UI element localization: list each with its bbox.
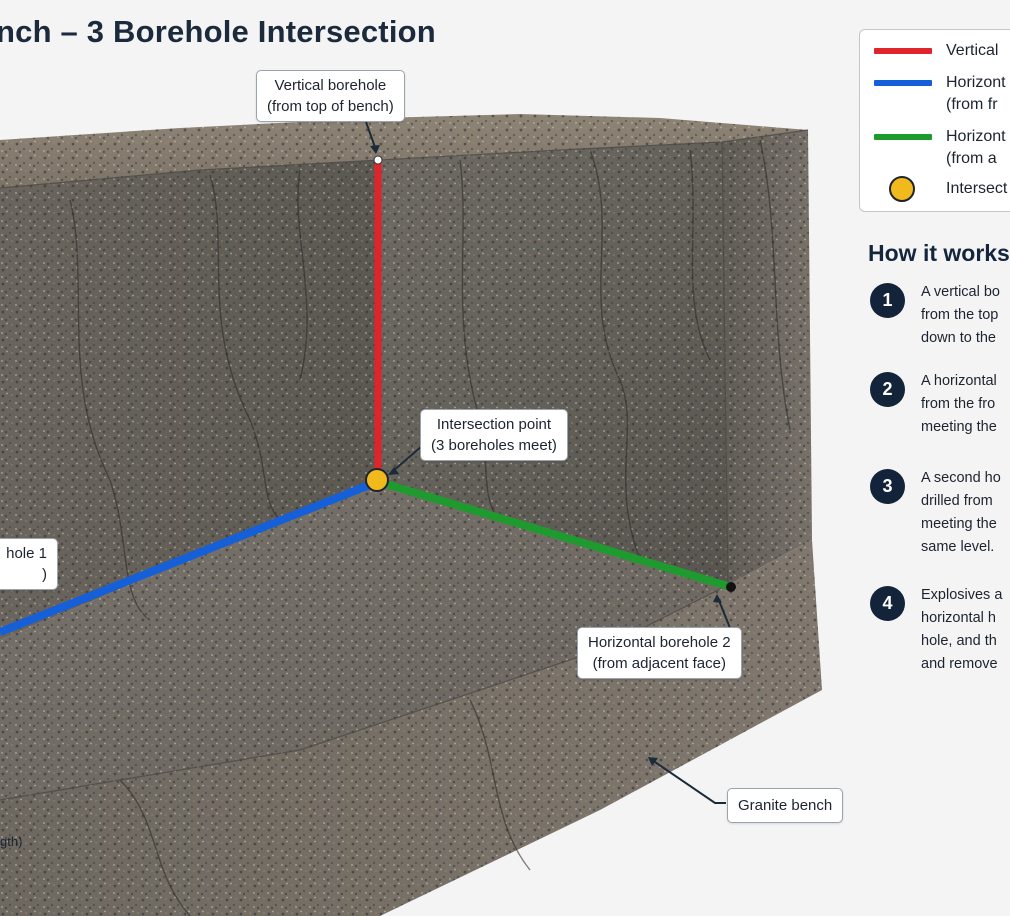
bench-callout-leader <box>651 759 726 804</box>
callout-line: (3 boreholes meet) <box>431 437 557 454</box>
step-text: A second ho drilled from meeting the sam… <box>921 467 1001 559</box>
callout-line: Vertical borehole <box>274 77 387 94</box>
vertical-borehole-collar <box>373 155 383 165</box>
intersection-dot-icon <box>889 176 915 202</box>
legend-sublabel: (from a <box>946 150 997 167</box>
intersection-point-callout: Intersection point (3 boreholes meet) <box>420 409 568 461</box>
callout-line: (from top of bench) <box>267 98 394 115</box>
step-number-badge: 2 <box>870 372 905 407</box>
step-number-badge: 4 <box>870 586 905 621</box>
horizontal-borehole-1 <box>0 478 379 636</box>
step-line: meeting the <box>921 516 997 532</box>
step-text: A horizontal from the fro meeting the <box>921 370 997 439</box>
vertical-callout-leader <box>365 121 377 151</box>
step-line: drilled from <box>921 493 993 509</box>
legend-label: Intersect <box>946 180 1008 197</box>
step-line: and remove <box>921 656 998 672</box>
horizontal-borehole-2-collar <box>726 582 736 592</box>
vertical-swatch <box>874 48 932 54</box>
length-note: gth) <box>0 834 23 849</box>
step-text: Explosives a horizontal h hole, and th a… <box>921 584 1002 676</box>
how-it-works-title: How it works <box>868 240 1010 266</box>
step-line: hole, and th <box>921 633 997 649</box>
legend-label: Horizont <box>946 74 1006 91</box>
horizontal-borehole-2-callout: Horizontal borehole 2 (from adjacent fac… <box>577 627 742 679</box>
step-line: horizontal h <box>921 610 996 626</box>
step-line: meeting the <box>921 419 997 435</box>
step-number-badge: 1 <box>870 283 905 318</box>
callout-line: Horizontal borehole 2 <box>588 634 731 651</box>
horizontal2-callout-leader <box>717 597 731 629</box>
legend-sublabel: (from fr <box>946 96 998 113</box>
page-title: nch – 3 Borehole Intersection <box>0 14 436 49</box>
legend: Vertical Horizont (from fr Horizont (fro… <box>859 29 1010 212</box>
rock-cracks <box>69 139 791 916</box>
callout-line: ) <box>42 566 47 583</box>
horizontal1-swatch <box>874 80 932 86</box>
step-line: A vertical bo <box>921 284 1000 300</box>
intersection-point-marker <box>365 468 389 492</box>
step-line: A second ho <box>921 470 1001 486</box>
horizontal2-swatch <box>874 134 932 140</box>
step-line: Explosives a <box>921 587 1003 603</box>
granite-bench-callout: Granite bench <box>727 788 844 823</box>
vertical-borehole-callout: Vertical borehole (from top of bench) <box>256 70 405 122</box>
legend-label: Horizont <box>946 128 1006 145</box>
callout-line: (from adjacent face) <box>592 655 726 672</box>
step-number-badge: 3 <box>870 469 905 504</box>
step-line: same level. <box>921 539 995 555</box>
step-line: from the fro <box>921 396 996 412</box>
callout-line: Granite bench <box>738 797 833 814</box>
horizontal-borehole-2 <box>377 478 733 591</box>
callout-line: hole 1 <box>6 545 47 562</box>
intersection-callout-leader <box>391 445 423 473</box>
step-text: A vertical bo from the top down to the <box>921 281 1000 350</box>
callout-line: Intersection point <box>436 416 552 433</box>
step-line: down to the <box>921 330 996 346</box>
horizontal-borehole-1-callout: hole 1 ) <box>0 538 58 590</box>
step-line: A horizontal <box>921 373 997 389</box>
step-line: from the top <box>921 307 999 323</box>
legend-label: Vertical <box>946 42 999 59</box>
